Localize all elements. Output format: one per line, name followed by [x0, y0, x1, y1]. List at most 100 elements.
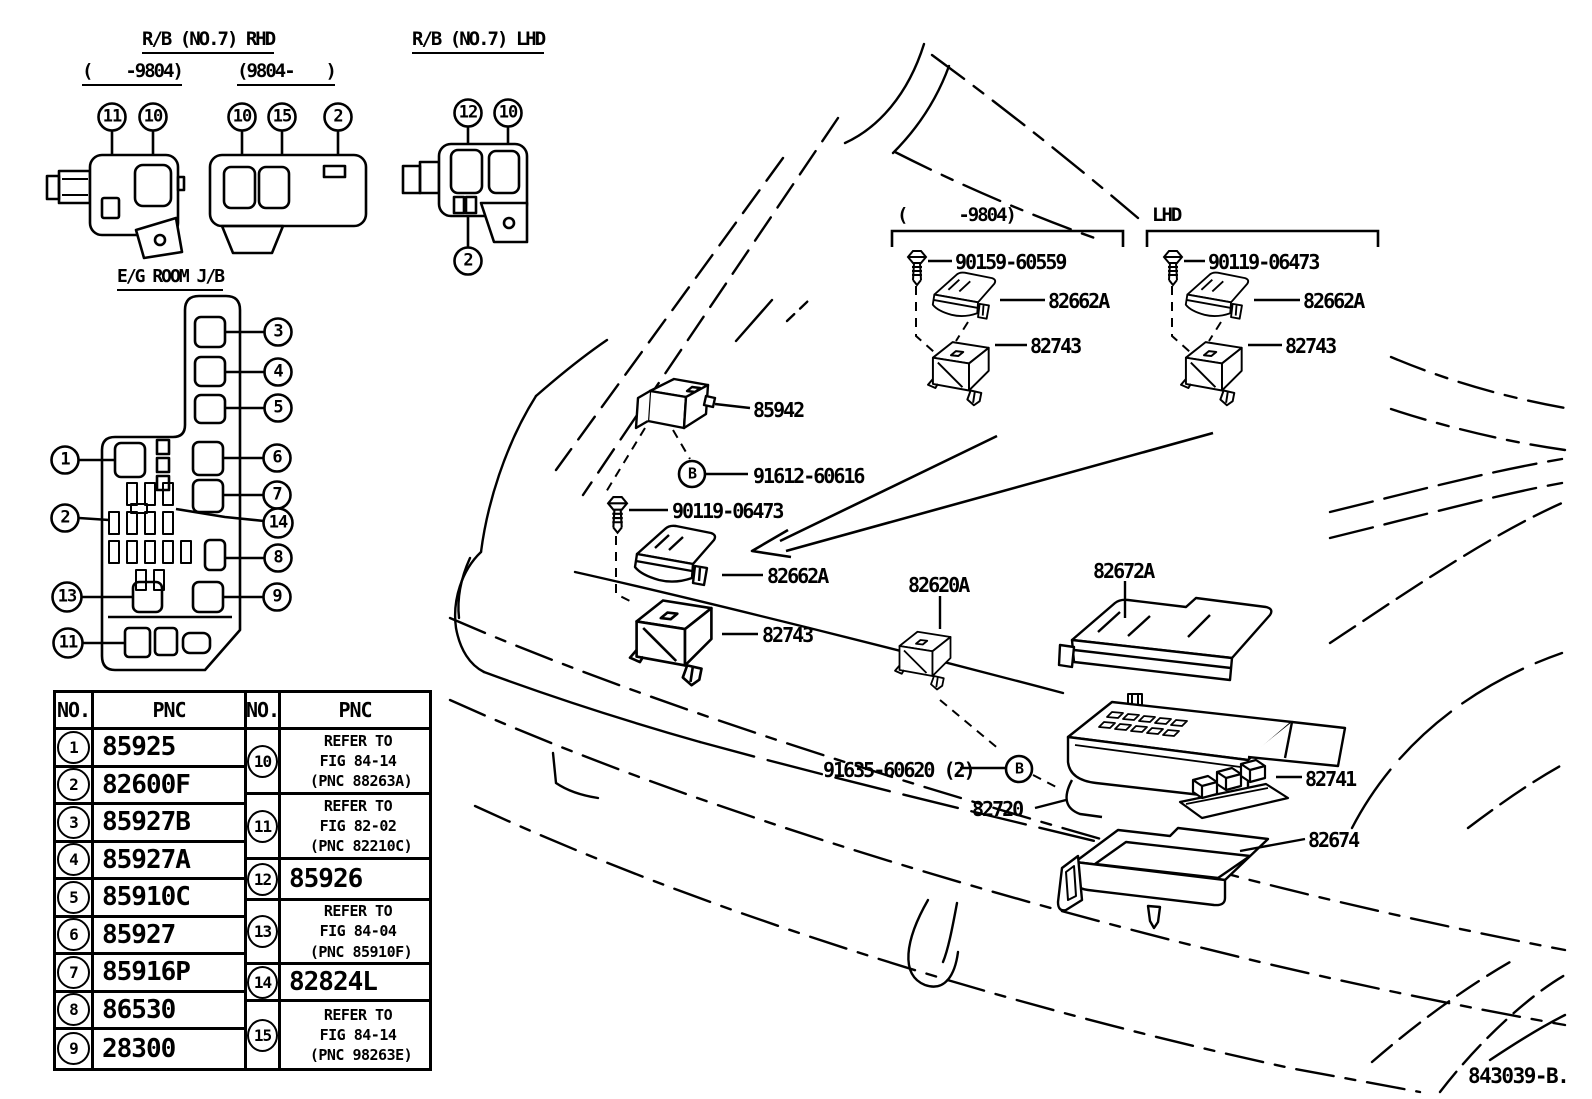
pnc-line: FIG 84-14 [319, 1025, 397, 1044]
range-early-open: ( [82, 60, 94, 82]
row-number-badge: 14 [247, 965, 278, 999]
table-row-no: 4 [56, 842, 94, 880]
pnc-line: REFER TO [323, 1005, 393, 1024]
title-rb-lhd: R/B (NO.7) LHD [412, 30, 546, 54]
table-row-pnc: REFER TO FIG 84-14 (PNC 98263E) [281, 1002, 429, 1068]
parts-table-right: NO. PNC 10 REFER TO FIG 84-14 (PNC 88263… [244, 690, 432, 1071]
pnc-line: REFER TO [323, 796, 393, 815]
table-row-pnc: 85927A [94, 843, 244, 880]
callout-eg-3: 3 [273, 321, 283, 342]
detail-early-bracket [890, 229, 1125, 247]
callout-bolt-b1: B [687, 464, 697, 483]
row-number-badge: 10 [247, 744, 278, 778]
part-label-82620a: 82620A [908, 573, 970, 597]
callout-eg-5: 5 [273, 397, 283, 418]
bolt-icon-early [907, 250, 927, 286]
table-header-pnc: PNC [94, 693, 244, 730]
relay-cover-82662a-early [931, 271, 997, 320]
row-number-badge: 4 [57, 843, 90, 877]
part-label-82674: 82674 [1308, 828, 1360, 852]
part-label-91635-60620: 91635-60620 (2) [823, 758, 976, 782]
callout-eg-7: 7 [272, 484, 282, 505]
row-number-badge: 12 [247, 862, 278, 896]
table-row-pnc: 85927B [94, 805, 244, 843]
detail-lhd-bracket [1145, 229, 1380, 247]
pnc-line: REFER TO [323, 731, 393, 750]
relays-82741 [1178, 758, 1290, 820]
tray-82674 [1056, 826, 1270, 930]
table-row-pnc: 28300 [102, 1033, 176, 1064]
pnc-line: FIG 82-02 [319, 816, 397, 835]
callout-eg-13: 13 [57, 586, 78, 607]
table-row-pnc: REFER TO FIG 82-02 (PNC 82210C) [281, 795, 429, 860]
relay-block-82743-lhd [1180, 341, 1243, 407]
table-row-pnc: 86530 [94, 993, 244, 1030]
part-label-82743-lhd: 82743 [1285, 334, 1337, 358]
row-number-badge: 2 [57, 768, 90, 802]
table-row-no: 3 [56, 805, 94, 843]
table-row-no: 2 [56, 767, 94, 805]
bolt-icon-mid [607, 495, 629, 534]
table-row-no: 13 [247, 901, 281, 965]
rb-no7-rhd-late-drawing [208, 131, 368, 255]
callout-eg-14: 14 [268, 512, 289, 533]
row-number-badge: 11 [247, 809, 278, 843]
install-direction-arrow [750, 431, 1214, 559]
callout-eg-11: 11 [58, 632, 79, 653]
pnc-line: REFER TO [323, 902, 393, 921]
part-label-90119-06473-mid: 90119-06473 [672, 499, 784, 523]
title-rb-rhd: R/B (NO.7) RHD [142, 30, 276, 54]
table-row-pnc: 85910C [94, 880, 244, 918]
callout-eg-6: 6 [272, 447, 282, 468]
bolt-icon-lhd [1163, 250, 1183, 286]
title-eg-room-jb: E/G ROOM J/B [117, 268, 225, 291]
table-row-pnc: 85925 [94, 730, 244, 768]
part-label-85942: 85942 [753, 398, 805, 422]
table-row-pnc: REFER TO FIG 84-14 (PNC 88263A) [281, 730, 429, 795]
callout-bolt-b2: B [1014, 759, 1024, 778]
table-row-pnc: REFER TO FIG 84-04 (PNC 85910F) [281, 901, 429, 965]
part-label-90159-60559: 90159-60559 [955, 250, 1067, 274]
callout-11: 11 [102, 106, 123, 127]
car-body-outline [448, 42, 1567, 1094]
table-row-no: 14 [247, 965, 281, 1002]
table-row-no: 11 [247, 795, 281, 860]
row-number-badge: 13 [247, 915, 278, 948]
row-number-badge: 15 [247, 1018, 278, 1052]
table-header-pnc: PNC [281, 693, 429, 730]
relay-82620a [894, 630, 952, 691]
callout-10: 10 [143, 106, 164, 127]
table-row-no: 9 [56, 1030, 94, 1068]
table-row-no: 5 [56, 880, 94, 918]
range-early-text: -9804) [125, 60, 184, 82]
table-header-no: NO. [56, 693, 94, 730]
assembly-dashed-lines [605, 286, 1222, 790]
rb-no7-lhd-drawing [401, 127, 529, 247]
part-label-82743-early: 82743 [1030, 334, 1082, 358]
part-label-82662a-early: 82662A [1048, 289, 1110, 313]
row-number-badge: 6 [57, 918, 90, 952]
part-label-82662a-lhd: 82662A [1303, 289, 1365, 313]
rb-no7-rhd-early-drawing [45, 131, 186, 260]
callout-eg-2: 2 [60, 507, 70, 528]
leader-lines [629, 259, 1306, 853]
part-label-82741: 82741 [1305, 767, 1357, 791]
callout-eg-9: 9 [272, 586, 282, 607]
row-number-badge: 9 [57, 1032, 90, 1066]
bracket-early-open: ( [897, 204, 909, 226]
callout-circles [50, 98, 1034, 784]
pnc-line: FIG 84-14 [319, 751, 397, 770]
pnc-line: (PNC 85910F) [309, 942, 413, 961]
table-row-no: 1 [56, 730, 94, 768]
part-label-91612-60616: 91612-60616 [753, 464, 865, 488]
bracket-early-label: ( -9804) [897, 204, 1017, 226]
row-number-badge: 8 [57, 993, 90, 1027]
table-row-no: 15 [247, 1002, 281, 1068]
row-number-badge: 3 [57, 805, 90, 839]
eg-room-jb-drawing [78, 294, 265, 672]
row-number-badge: 1 [57, 730, 90, 764]
callout-eg-1: 1 [60, 449, 70, 470]
part-label-90119-06473-lhd: 90119-06473 [1208, 250, 1320, 274]
relay-cover-82662a-mid [633, 524, 717, 587]
